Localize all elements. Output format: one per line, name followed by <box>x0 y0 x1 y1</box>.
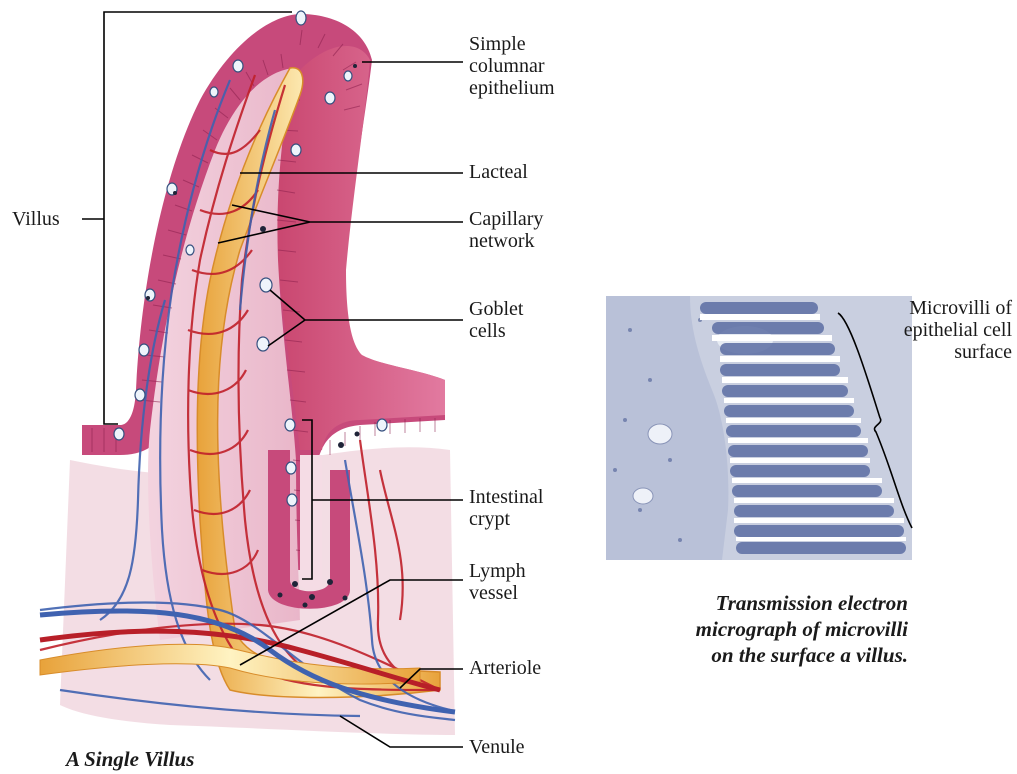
label-lymph-vessel: Lymph vessel <box>469 560 526 604</box>
villus-interior <box>274 46 445 450</box>
label-goblet-cells: Goblet cells <box>469 298 523 342</box>
caption-single-villus: A Single Villus <box>66 746 194 772</box>
label-simple-columnar-epithelium: Simple columnar epithelium <box>469 33 555 99</box>
label-arteriole: Arteriole <box>469 657 541 679</box>
crypt-lumen <box>300 455 322 590</box>
label-venule: Venule <box>469 736 525 758</box>
label-microvilli: Microvilli of epithelial cell surface <box>872 297 1012 363</box>
caption-micrograph: Transmission electron micrograph of micr… <box>640 590 908 668</box>
label-villus: Villus <box>12 208 60 230</box>
label-capillary-network: Capillary network <box>469 208 543 252</box>
label-lacteal: Lacteal <box>469 161 528 183</box>
label-intestinal-crypt: Intestinal crypt <box>469 486 543 530</box>
tem-micrograph <box>606 296 912 560</box>
